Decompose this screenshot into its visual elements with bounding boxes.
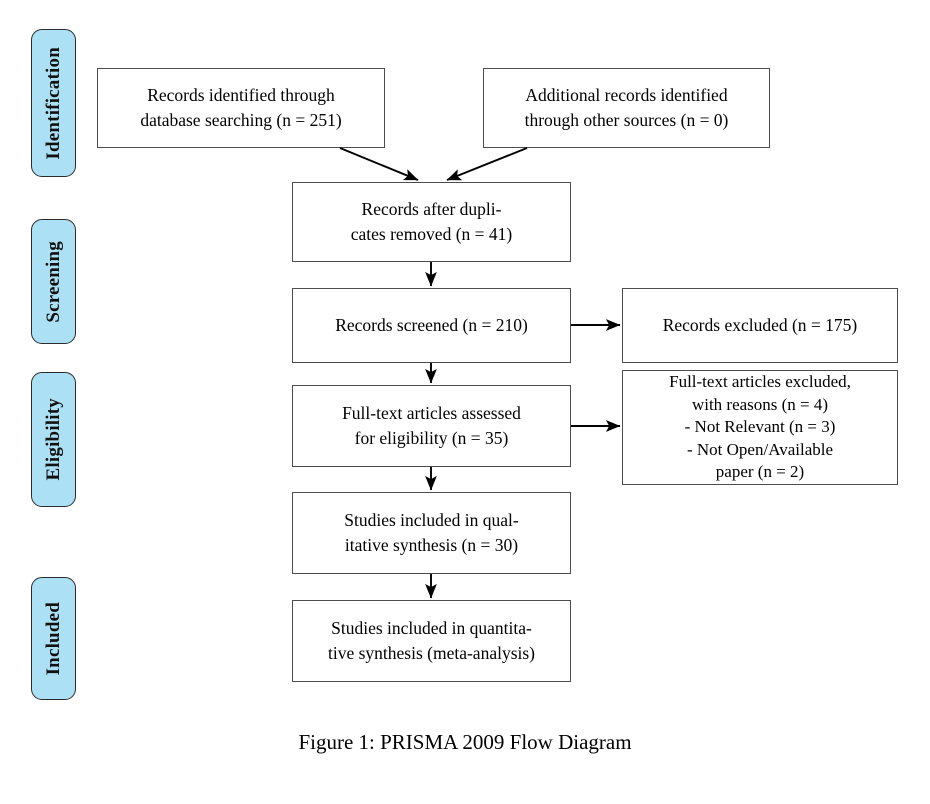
- flow-box-text-records-excluded: Records excluded (n = 175): [662, 315, 858, 336]
- stage-label-eligibility: Eligibility: [42, 398, 64, 481]
- flow-box-text-studies-qualitative: Studies included in qual- itative synthe…: [344, 510, 519, 555]
- flow-box-studies-quantitative: Studies included in quantita- tive synth…: [292, 600, 571, 682]
- figure-caption: Figure 1: PRISMA 2009 Flow Diagram: [298, 730, 632, 754]
- flow-box-text-studies-quantitative: Studies included in quantita- tive synth…: [327, 618, 536, 663]
- flow-box-records-identified-database: Records identified through database sear…: [97, 68, 385, 148]
- stage-pill-included: Included: [31, 577, 76, 700]
- flow-box-text-full-text-excluded: Full-text articles excluded, with reason…: [669, 371, 851, 482]
- flow-box-records-after-duplicates-removed: Records after dupli- cates removed (n = …: [292, 182, 571, 262]
- flow-box-text-additional-records-other-sources: Additional records identified through ot…: [524, 85, 729, 130]
- flow-box-text-records-screened: Records screened (n = 210): [335, 315, 528, 336]
- flow-box-text-records-identified-database: Records identified through database sear…: [140, 85, 342, 130]
- stage-pill-screening: Screening: [31, 219, 76, 344]
- flow-box-studies-qualitative: Studies included in qual- itative synthe…: [292, 492, 571, 574]
- flow-box-text-full-text-assessed: Full-text articles assessed for eligibil…: [342, 403, 521, 448]
- flow-box-records-screened: Records screened (n = 210): [292, 288, 571, 363]
- stage-label-identification: Identification: [42, 46, 64, 160]
- flow-box-records-excluded: Records excluded (n = 175): [622, 288, 898, 363]
- connector-database-to-duplicates: [339, 147, 419, 181]
- stage-pill-eligibility: Eligibility: [31, 372, 76, 507]
- stage-label-screening: Screening: [42, 240, 64, 323]
- flow-box-full-text-assessed: Full-text articles assessed for eligibil…: [292, 385, 571, 467]
- flow-box-text-records-after-duplicates-removed: Records after dupli- cates removed (n = …: [350, 199, 513, 244]
- flow-box-full-text-excluded: Full-text articles excluded, with reason…: [622, 370, 898, 485]
- stage-pill-identification: Identification: [31, 29, 76, 177]
- stage-label-included: Included: [42, 601, 64, 676]
- flow-box-additional-records-other-sources: Additional records identified through ot…: [483, 68, 770, 148]
- connector-other-sources-to-duplicates: [446, 147, 528, 181]
